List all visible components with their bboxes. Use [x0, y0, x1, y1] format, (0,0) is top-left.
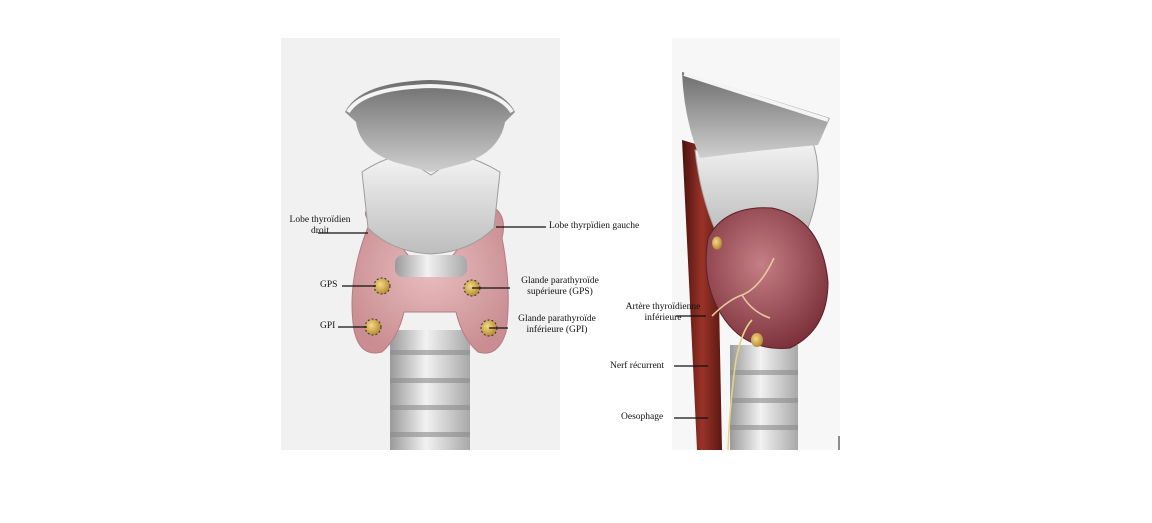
left-anatomy-view: [318, 80, 546, 450]
label-gpi: GPI: [320, 321, 336, 331]
parathyroid-upper-side: [712, 236, 722, 250]
label-artery-line1: Artère thyroïdienne: [625, 302, 701, 312]
label-gps-line2: supérieure (GPS): [527, 287, 593, 297]
label-gpi-full: Glande parathyroïde inférieure (GPI): [505, 314, 609, 336]
cricoid-cartilage: [395, 255, 467, 277]
label-esophagus: Oesophage: [621, 412, 664, 422]
label-gpi-line2: inférieure (GPI): [526, 325, 588, 335]
label-gps-full: Glande parathyroïde supérieure (GPS): [508, 276, 612, 298]
epiglottis: [345, 80, 515, 172]
label-left-lobe: Lobe thyrpïdien gauche: [549, 221, 640, 231]
parathyroid-gpi-right: [364, 318, 382, 336]
label-artery-line2: inférieure: [644, 313, 682, 323]
recurrent-nerve: [727, 319, 753, 451]
inferior-thyroid-artery: [711, 257, 775, 319]
parathyroid-gps-right: [373, 277, 391, 295]
parathyroid-lower-side: [751, 333, 763, 347]
label-nerve: Nerf récurrent: [610, 361, 665, 371]
label-gpi-line1: Glande parathyroïde: [518, 314, 596, 324]
label-artery: Artère thyroïdienne inférieure: [606, 302, 720, 324]
right-leader-lines: [674, 315, 708, 419]
trachea-side: [730, 345, 798, 450]
label-right-lobe-line2: droit: [311, 226, 329, 236]
label-gps-line1: Glande parathyroïde: [521, 276, 599, 286]
trachea: [390, 330, 470, 450]
thyroid-lobe-side: [705, 207, 829, 349]
right-anatomy-view: [674, 72, 830, 451]
label-right-lobe: Lobe thyroïdien droit: [276, 215, 364, 237]
epiglottis-side: [682, 72, 830, 158]
left-leader-lines: [318, 226, 546, 329]
label-gps: GPS: [320, 280, 338, 290]
label-right-lobe-line1: Lobe thyroïdien: [289, 215, 351, 225]
